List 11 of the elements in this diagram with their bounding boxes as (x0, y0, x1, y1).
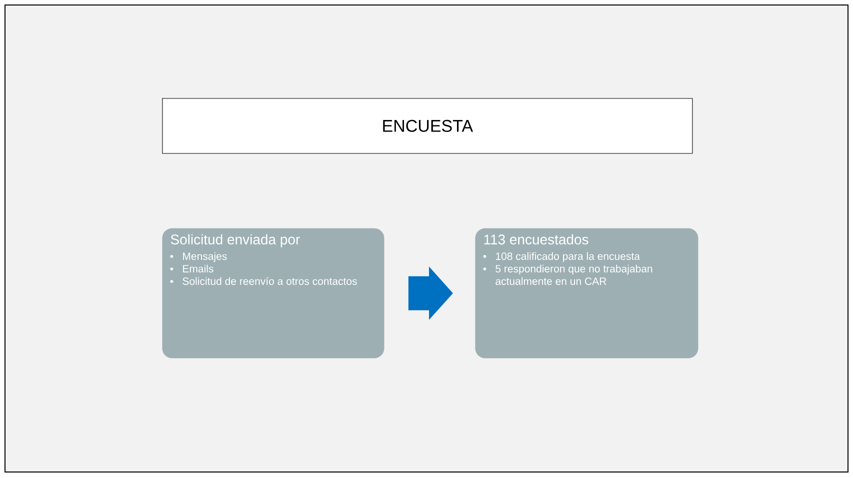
bullet-item: Mensajes (170, 252, 227, 262)
box-heading: 113 encuestados (484, 234, 588, 244)
process-box (475, 228, 698, 358)
title-box (162, 98, 693, 154)
bullet-item: 108 calificado para la encuesta (483, 252, 640, 262)
bullet-item: Solicitud de reenvío a otros contactos (170, 277, 357, 285)
bullet-item: 5 respondieron que no trabajaban actualmente en un CAR (483, 264, 652, 285)
process-box (162, 228, 384, 358)
bullet-item: Emails (170, 264, 214, 272)
box-heading: Solicitud enviada por (170, 234, 300, 248)
box-heading: ENCUESTA (383, 120, 474, 132)
